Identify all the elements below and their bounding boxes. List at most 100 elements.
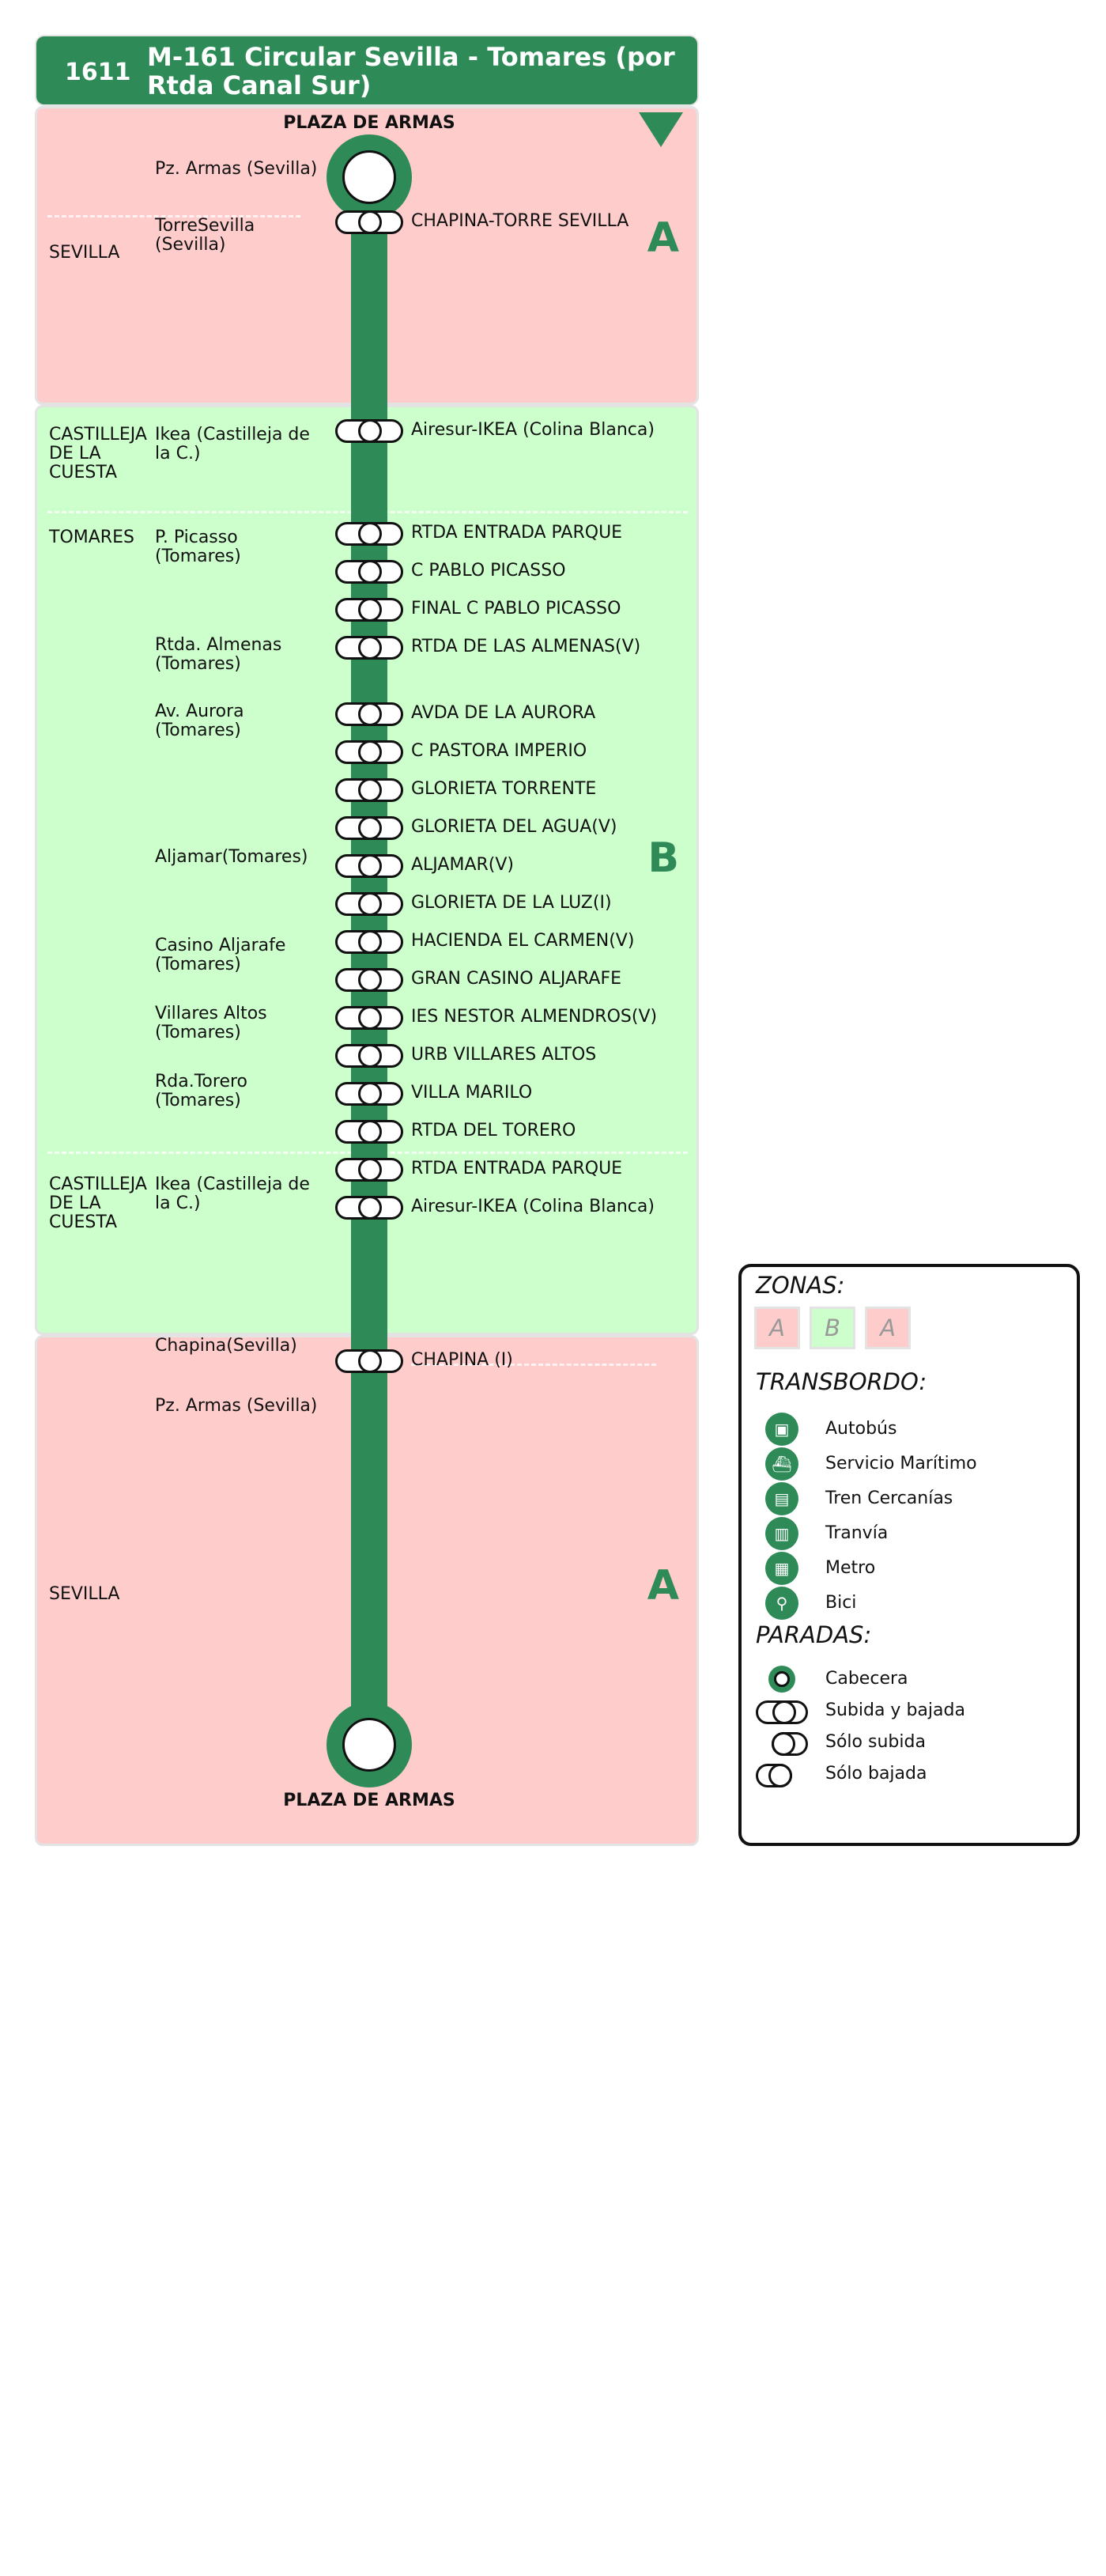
route-line xyxy=(351,166,387,1748)
ferry-icon: ⛴ xyxy=(765,1447,798,1481)
start-terminus-marker xyxy=(327,134,412,220)
region-label: CASTILLEJA DE LA CUESTA xyxy=(49,1175,147,1232)
stop-label: RTDA ENTRADA PARQUE xyxy=(411,1159,623,1178)
stop-marker xyxy=(335,968,403,992)
stop-label: Airesur-IKEA (Colina Blanca) xyxy=(411,420,655,440)
stop-marker xyxy=(335,1082,403,1106)
metro-icon: ▦ xyxy=(765,1552,798,1585)
stop-marker xyxy=(335,419,403,443)
stop-type-label: Sólo subida xyxy=(825,1732,926,1752)
stop-label: URB VILLARES ALTOS xyxy=(411,1045,597,1065)
locality-label: TorreSevilla (Sevilla) xyxy=(155,216,255,255)
stop-label: HACIENDA EL CARMEN(V) xyxy=(411,931,635,951)
locality-label: Rtda. Almenas (Tomares) xyxy=(155,635,282,674)
stop-label: RTDA DE LAS ALMENAS(V) xyxy=(411,637,641,656)
stop-marker xyxy=(335,702,403,726)
separator xyxy=(47,215,300,218)
legend-zones-heading: ZONAS: xyxy=(756,1272,845,1299)
region-label: CASTILLEJA DE LA CUESTA xyxy=(49,425,147,482)
stop-label: C PABLO PICASSO xyxy=(411,561,566,581)
bicycle-icon: ⚲ xyxy=(765,1587,798,1620)
line-title: M-161 Circular Sevilla - Tomares (por Rt… xyxy=(147,42,675,100)
region-label: SEVILLA xyxy=(49,1584,120,1604)
region-label: TOMARES xyxy=(49,528,134,547)
zone-letter: A xyxy=(647,1562,679,1610)
legend-zone-a: A xyxy=(754,1307,800,1349)
stop-label: GLORIETA DE LA LUZ(I) xyxy=(411,893,612,913)
stop-label: VILLA MARILO xyxy=(411,1083,533,1103)
stop-type-label: Cabecera xyxy=(825,1669,908,1689)
zone-letter: B xyxy=(647,834,679,882)
legend-zone-b: B xyxy=(810,1307,855,1349)
stop-marker xyxy=(335,892,403,916)
stop-marker xyxy=(335,854,403,878)
stop-label: IES NESTOR ALMENDROS(V) xyxy=(411,1007,658,1027)
locality-label: Pz. Armas (Sevilla) xyxy=(155,1396,318,1416)
legend-transfer-heading: TRANSBORDO: xyxy=(756,1368,927,1395)
stop-marker xyxy=(335,930,403,954)
stop-label: GLORIETA TORRENTE xyxy=(411,779,597,799)
stop-label: Airesur-IKEA (Colina Blanca) xyxy=(411,1197,655,1216)
locality-label: Chapina(Sevilla) xyxy=(155,1336,297,1356)
stop-marker xyxy=(335,560,403,584)
stop-boarding-legend-icon xyxy=(772,1732,808,1756)
locality-label: P. Picasso (Tomares) xyxy=(155,528,241,566)
locality-label: Ikea (Castilleja de la C.) xyxy=(155,1175,310,1213)
direction-arrow-icon xyxy=(639,112,683,147)
stop-label: RTDA DEL TORERO xyxy=(411,1121,576,1140)
stop-label: C PASTORA IMPERIO xyxy=(411,741,587,761)
locality-label: Pz. Armas (Sevilla) xyxy=(155,159,318,179)
stop-marker xyxy=(335,1006,403,1030)
route-header: 1611 M-161 Circular Sevilla - Tomares (p… xyxy=(35,35,699,106)
zone-letter: A xyxy=(647,214,679,262)
stop-marker xyxy=(335,522,403,546)
stop-alighting-legend-icon xyxy=(756,1764,792,1787)
stop-marker xyxy=(335,1196,403,1220)
line-number: 1611 xyxy=(65,59,131,86)
end-terminus-label: PLAZA DE ARMAS xyxy=(283,1791,455,1810)
locality-label: Aljamar(Tomares) xyxy=(155,847,308,867)
stop-marker xyxy=(335,740,403,764)
stop-marker xyxy=(335,778,403,802)
terminus-legend-icon xyxy=(768,1666,795,1693)
stop-marker xyxy=(335,598,403,622)
stop-label: ALJAMAR(V) xyxy=(411,855,514,875)
stop-marker xyxy=(335,636,403,660)
transfer-label: Tren Cercanías xyxy=(825,1488,953,1508)
stop-label: CHAPINA-TORRE SEVILLA xyxy=(411,211,629,231)
locality-label: Casino Aljarafe (Tomares) xyxy=(155,936,286,974)
transfer-label: Tranvía xyxy=(825,1523,889,1543)
stop-marker xyxy=(335,210,403,234)
stop-both-legend-icon xyxy=(756,1700,808,1724)
stop-marker xyxy=(335,1120,403,1144)
locality-label: Av. Aurora (Tomares) xyxy=(155,702,244,740)
tram-icon: ▥ xyxy=(765,1517,798,1550)
transfer-label: Servicio Marítimo xyxy=(825,1454,977,1473)
stop-marker xyxy=(335,1044,403,1068)
stop-marker xyxy=(335,816,403,840)
start-terminus-label: PLAZA DE ARMAS xyxy=(283,113,455,133)
locality-label: Rda.Torero (Tomares) xyxy=(155,1072,248,1110)
stop-marker xyxy=(335,1349,403,1373)
end-terminus-marker xyxy=(327,1702,412,1787)
stop-label: FINAL C PABLO PICASSO xyxy=(411,599,621,618)
stop-type-label: Subida y bajada xyxy=(825,1700,965,1720)
stop-label: RTDA ENTRADA PARQUE xyxy=(411,523,623,543)
stop-marker xyxy=(335,1158,403,1182)
stop-type-label: Sólo bajada xyxy=(825,1764,927,1784)
locality-label: Ikea (Castilleja de la C.) xyxy=(155,425,310,463)
region-label: SEVILLA xyxy=(49,243,120,263)
stop-label: GLORIETA DEL AGUA(V) xyxy=(411,817,617,837)
legend-stops-heading: PARADAS: xyxy=(756,1621,872,1648)
stop-label: AVDA DE LA AURORA xyxy=(411,703,596,723)
legend: ZONAS: A B A TRANSBORDO: ▣ Autobús ⛴ Ser… xyxy=(738,1264,1080,1846)
stop-label: GRAN CASINO ALJARAFE xyxy=(411,969,622,989)
bus-icon: ▣ xyxy=(765,1413,798,1446)
transfer-label: Autobús xyxy=(825,1419,897,1439)
stop-label: CHAPINA (I) xyxy=(411,1350,513,1370)
legend-zone-a: A xyxy=(865,1307,911,1349)
train-icon: ▤ xyxy=(765,1482,798,1515)
transfer-label: Bici xyxy=(825,1593,857,1613)
locality-label: Villares Altos (Tomares) xyxy=(155,1004,267,1042)
separator xyxy=(411,1364,656,1366)
